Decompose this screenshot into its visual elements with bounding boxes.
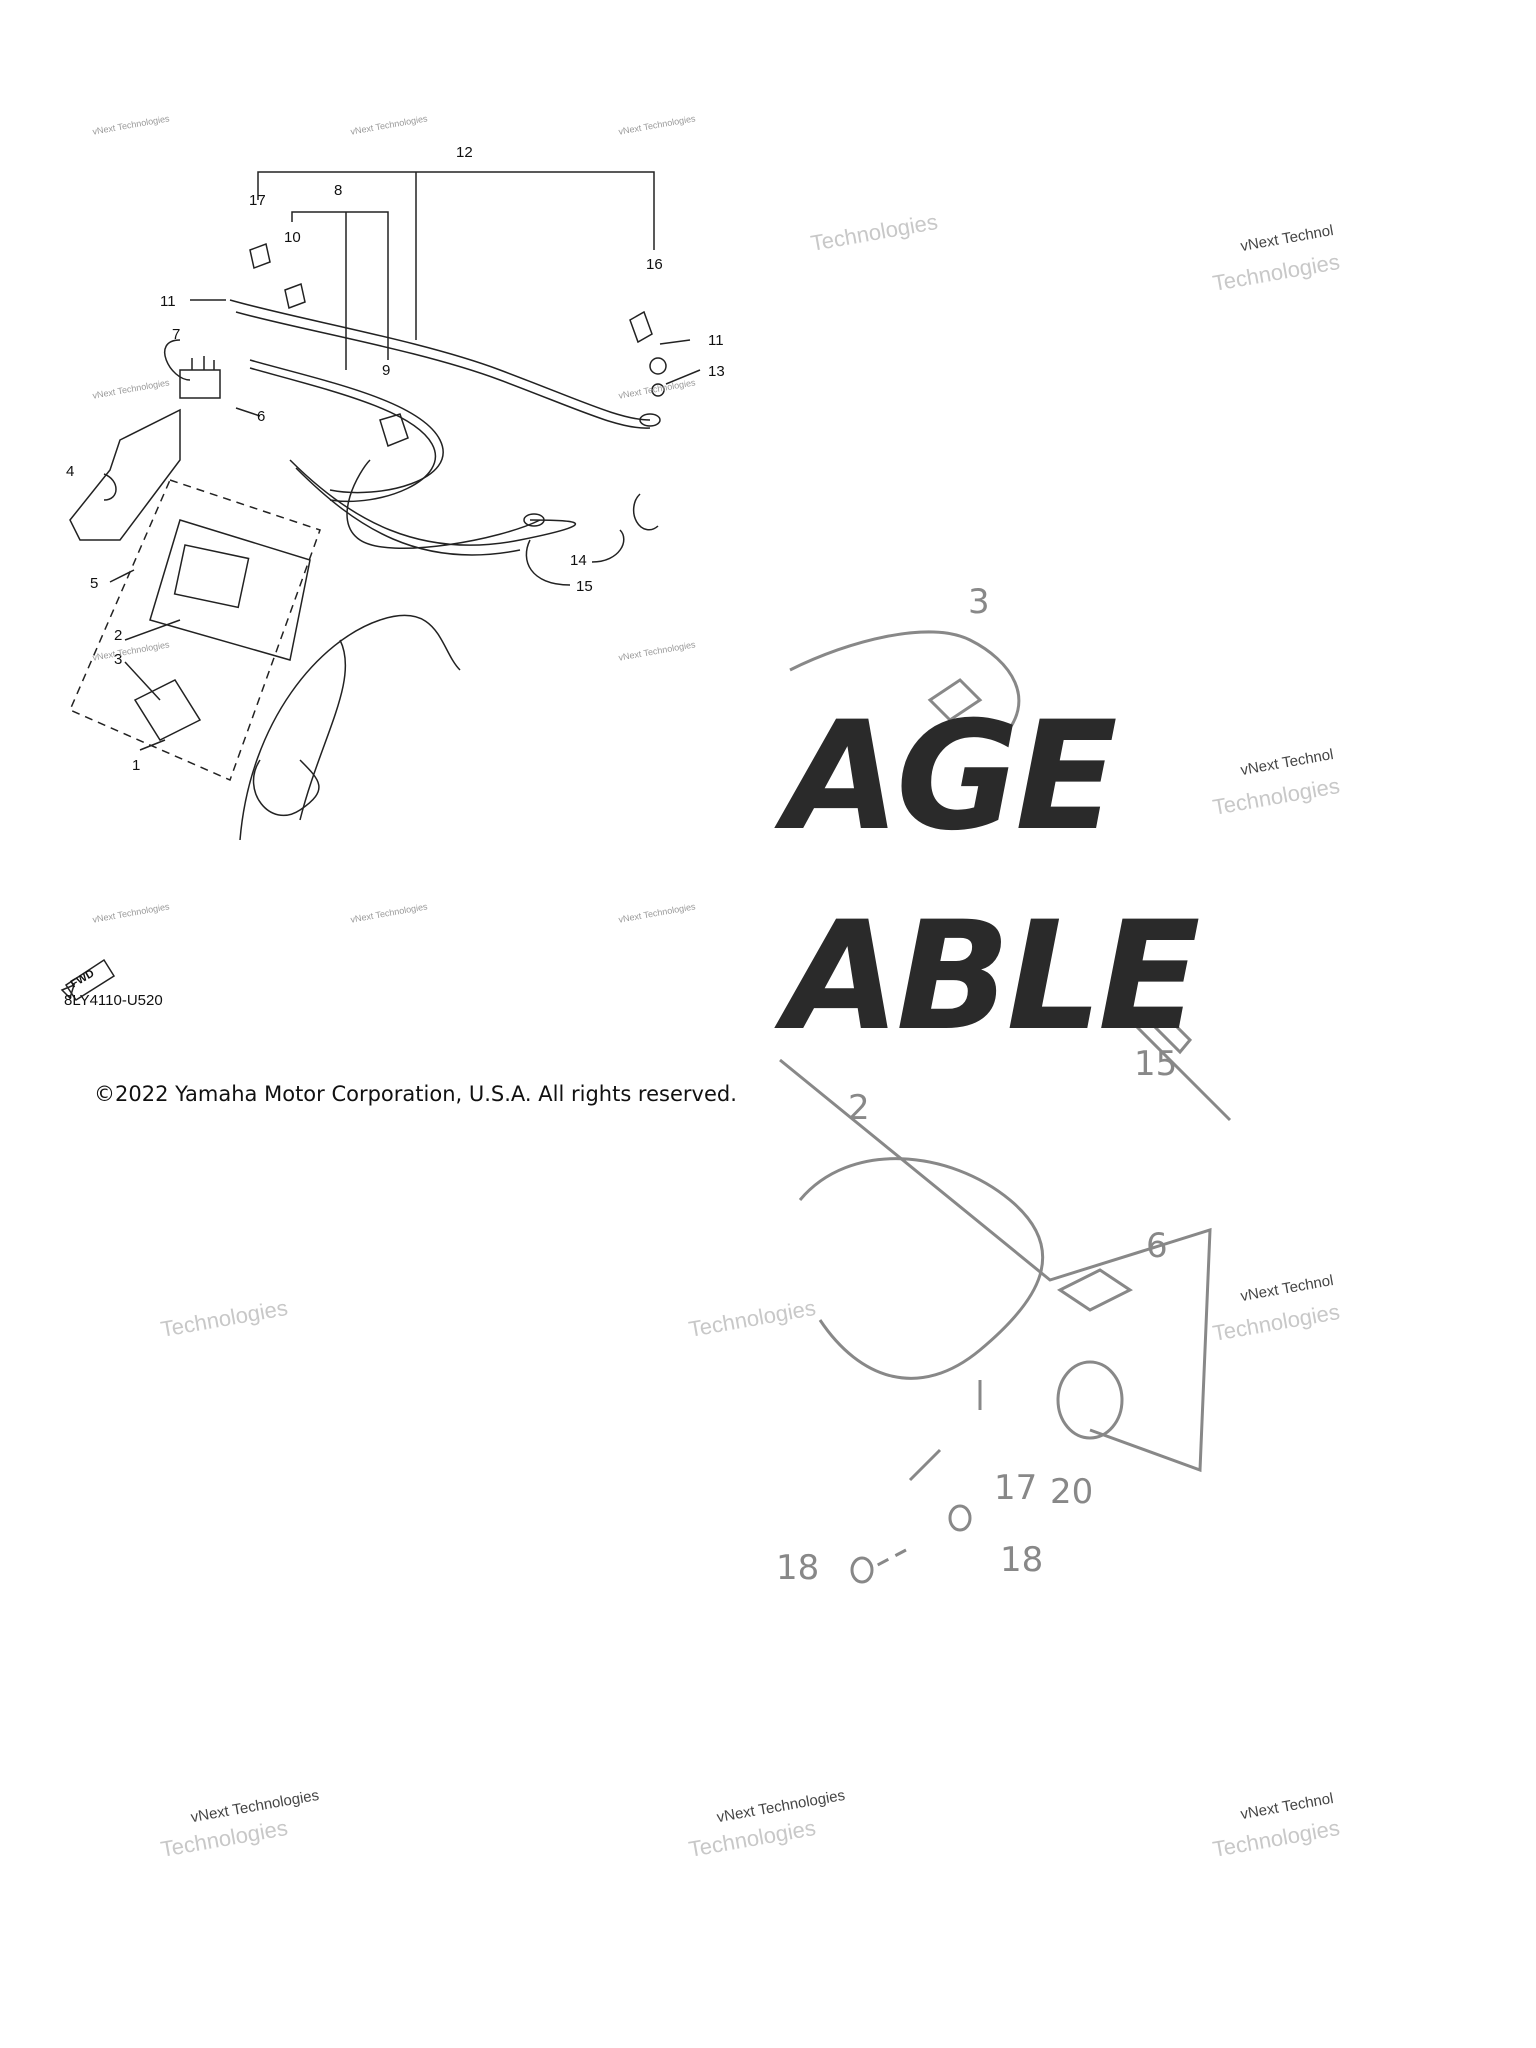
callout-17: 17 <box>249 192 266 209</box>
overlay-callout-3: 3 <box>968 582 990 622</box>
copyright-notice: ©2022 Yamaha Motor Corporation, U.S.A. A… <box>94 1082 737 1106</box>
overlay-callout-18-right: 18 <box>1000 1540 1044 1580</box>
callout-4: 4 <box>66 463 75 480</box>
callout-2: 2 <box>114 627 123 644</box>
callout-14: 14 <box>570 552 587 569</box>
callout-6: 6 <box>257 408 266 425</box>
overlay-callout-18-left: 18 <box>776 1548 820 1588</box>
callout-16: 16 <box>646 256 663 273</box>
callout-1: 1 <box>132 757 141 774</box>
callout-8: 8 <box>334 182 343 199</box>
callout-11-right: 11 <box>708 332 724 349</box>
diagram-code: 8LY4110-U520 <box>64 992 163 1009</box>
overlay-callout-20: 20 <box>1050 1472 1094 1512</box>
overlay-callout-2: 2 <box>848 1088 870 1128</box>
overlay-callout-17: 17 <box>994 1468 1038 1508</box>
overlay-text-line-1: AGE <box>784 690 1118 864</box>
overlay-callout-6: 6 <box>1146 1226 1168 1266</box>
callout-11-left: 11 <box>160 293 176 310</box>
callout-15: 15 <box>576 578 593 595</box>
overlay-callout-15: 15 <box>1134 1044 1178 1084</box>
callout-3: 3 <box>114 651 123 668</box>
callout-5: 5 <box>90 575 99 592</box>
callout-9: 9 <box>382 362 391 379</box>
callout-10: 10 <box>284 229 301 246</box>
callout-7: 7 <box>172 326 181 343</box>
overlay-text-line-2: ABLE <box>784 890 1200 1064</box>
callout-13: 13 <box>708 363 725 380</box>
callout-12: 12 <box>456 144 473 161</box>
